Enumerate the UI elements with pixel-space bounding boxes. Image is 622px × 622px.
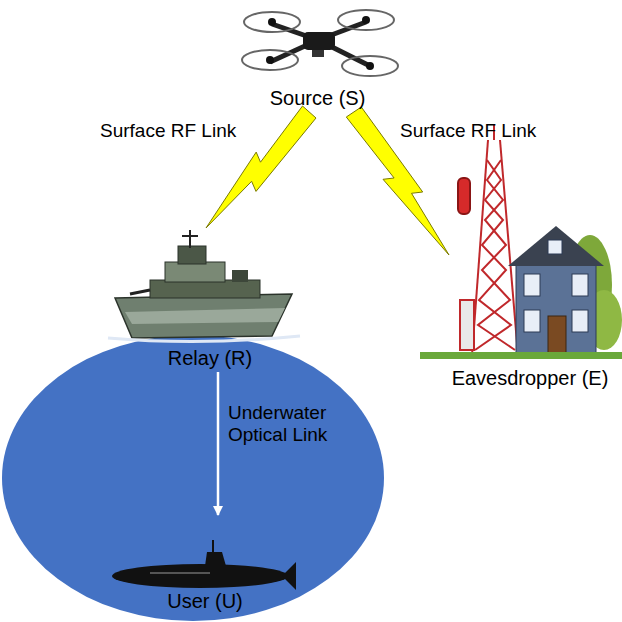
tower-icon: [458, 125, 518, 355]
node-box: Eavesdropper (E): [440, 255, 620, 392]
drone-icon: [242, 10, 398, 76]
node-label: Eavesdropper (E): [452, 366, 609, 390]
node-box: User (U): [100, 515, 310, 615]
ship-icon: [108, 230, 300, 342]
node-label: Source (S): [270, 86, 366, 110]
ocean: [2, 335, 384, 621]
house-icon: [420, 226, 622, 359]
link-label: Underwater Optical Link: [228, 402, 340, 446]
link-label: Surface RF Link: [100, 120, 236, 142]
node-box: Relay (R): [110, 228, 310, 372]
submarine-icon: [112, 540, 296, 590]
node-label: Relay (R): [168, 346, 252, 370]
node-label: User (U): [167, 589, 243, 613]
optical-link-arrow: [217, 372, 220, 515]
node-box: Source (S): [235, 5, 400, 112]
link-label: Surface RF Link: [400, 120, 536, 142]
